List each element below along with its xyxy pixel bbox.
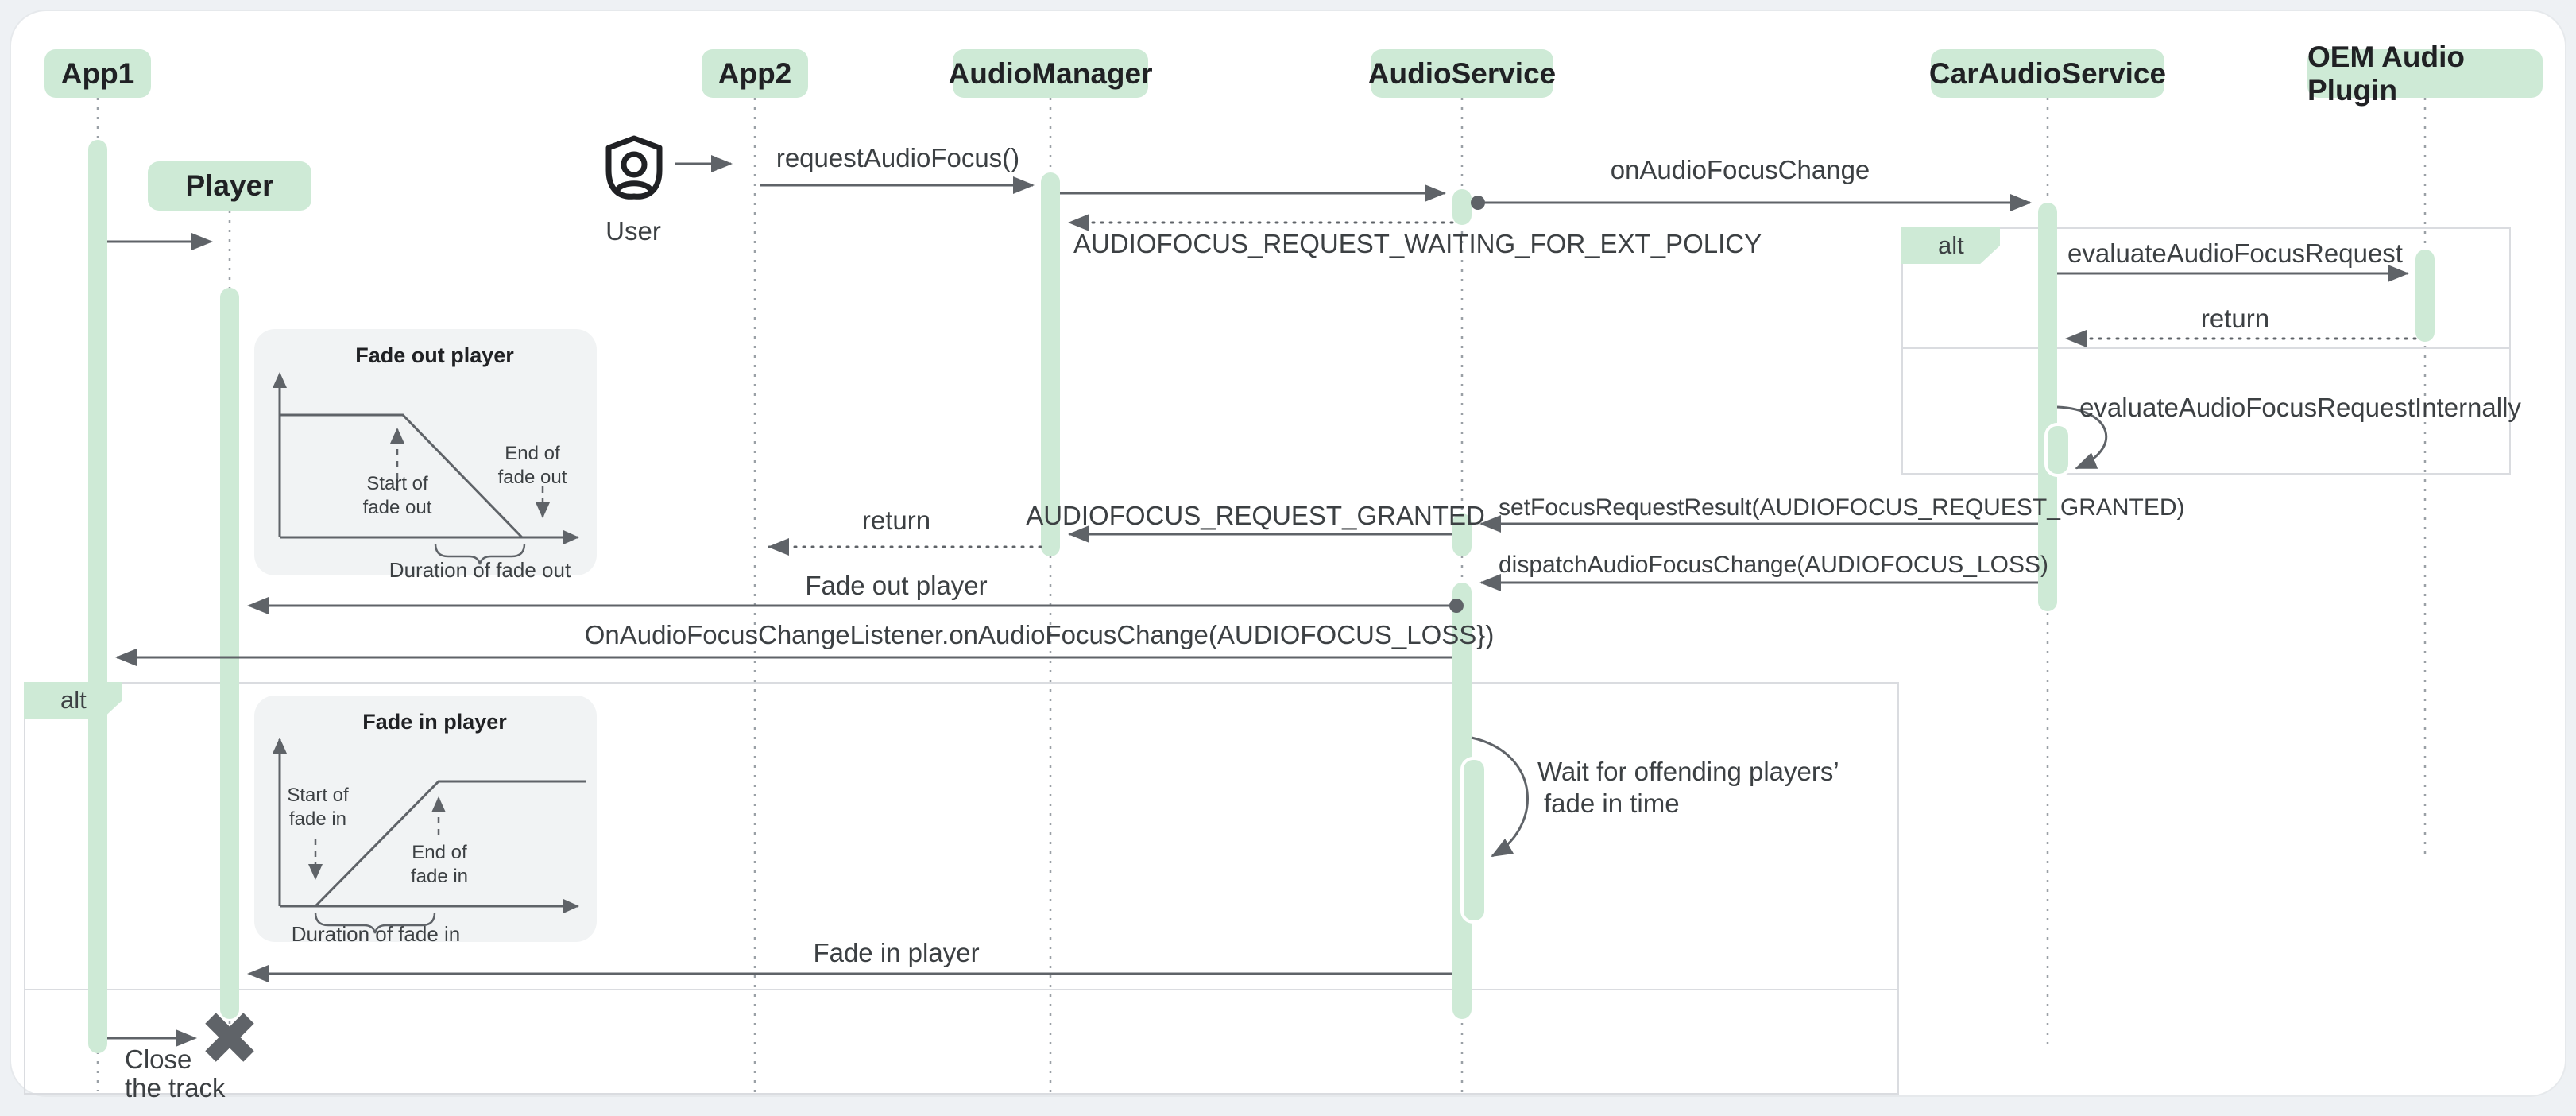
actor-caraudioservice: CarAudioService [1928, 49, 2167, 98]
msg-set-focus-result-label: setFocusRequestResult(AUDIOFOCUS_REQUEST… [1499, 494, 2185, 521]
msg-return-right-label: return [2200, 304, 2270, 333]
alt-label-right-text: alt [1938, 231, 1964, 259]
object-player-label: Player [185, 169, 274, 202]
fade-out-title: Fade out player [355, 343, 514, 367]
alt-frame-left [24, 682, 1899, 1095]
fade-out-end-line1: End of [505, 443, 560, 464]
alt-frame-left-divider [24, 989, 1899, 990]
msg-waiting-policy-label: AUDIOFOCUS_REQUEST_WAITING_FOR_EXT_POLIC… [1073, 229, 1762, 258]
fade-in-end-label: End of fade in [411, 841, 468, 889]
activation-audioservice-2 [1452, 513, 1472, 556]
note-wait-line1: Wait for offending players’ [1537, 757, 1839, 786]
actor-oem-plugin: OEM Audio Plugin [2307, 41, 2543, 107]
actor-app2-label: App2 [717, 56, 792, 90]
fade-in-start-label: Start of fade in [287, 784, 348, 831]
alt-frame-right [1901, 227, 2511, 475]
actor-app1: App1 [44, 49, 151, 98]
actor-audiomanager: AudioManager [949, 49, 1152, 98]
msg-dispatch-change-label: dispatchAudioFocusChange(AUDIOFOCUS_LOSS… [1499, 552, 2048, 578]
fade-out-end-label: End of fade out [498, 442, 567, 490]
actor-app1-label: App1 [60, 56, 135, 90]
fade-out-start-label: Start of fade out [363, 472, 432, 520]
activation-audiomanager [1041, 172, 1060, 556]
fade-out-duration-label: Duration of fade out [389, 558, 571, 582]
fade-in-duration-label: Duration of fade in [291, 922, 461, 946]
object-player: Player [148, 161, 311, 211]
msg-fade-in-player-label: Fade in player [813, 938, 980, 967]
activation-app1 [88, 140, 107, 1053]
note-close-line2: the track [125, 1073, 226, 1102]
actor-audioservice: AudioService [1367, 49, 1557, 98]
msg-fade-out-player-label: Fade out player [805, 571, 988, 600]
actor-caraudioservice-label: CarAudioService [1928, 56, 2167, 90]
fade-in-start-line2: fade in [288, 808, 347, 830]
fade-out-start-line2: fade out [362, 497, 432, 518]
actor-app2: App2 [702, 49, 808, 98]
actor-oem-plugin-label: OEM Audio Plugin [2307, 40, 2465, 107]
msg-request-granted-label: AUDIOFOCUS_REQUEST_GRANTED [1026, 501, 1485, 530]
activation-audioservice-1 [1452, 189, 1472, 225]
fade-in-title: Fade in player [362, 710, 507, 734]
msg-on-audio-focus-change-label: onAudioFocusChange [1610, 155, 1870, 184]
activation-oem-plugin [2415, 250, 2435, 342]
msg-evaluate-internally-label: evaluateAudioFocusRequestInternally [2079, 393, 2521, 422]
alt-label-right: alt [1901, 227, 2000, 264]
actor-audiomanager-label: AudioManager [948, 56, 1153, 90]
alt-label-left-text: alt [60, 686, 87, 714]
alt-label-left: alt [24, 682, 122, 719]
activation-audioservice-nested [1464, 760, 1484, 920]
activation-player [220, 288, 239, 1019]
fade-out-start-line1: Start of [366, 473, 428, 494]
fade-in-end-line1: End of [412, 842, 467, 863]
fade-in-end-line2: fade in [410, 866, 469, 887]
msg-request-audio-focus-label: requestAudioFocus() [776, 143, 1020, 172]
activation-caraudioservice-nested [2048, 426, 2068, 474]
msg-return-left-label: return [861, 506, 931, 535]
fade-in-start-line1: Start of [287, 785, 349, 806]
alt-frame-right-divider [1901, 347, 2511, 349]
msg-evaluate-request-label: evaluateAudioFocusRequest [2067, 238, 2403, 268]
msg-focus-listener-callback-label: OnAudioFocusChangeListener.onAudioFocusC… [584, 620, 1495, 649]
activation-caraudioservice [2038, 203, 2057, 611]
user-label: User [605, 216, 661, 246]
fade-out-end-line2: fade out [497, 467, 567, 488]
note-wait-line2: fade in time [1544, 789, 1680, 818]
actor-audioservice-label: AudioService [1367, 56, 1557, 90]
note-close-line1: Close [125, 1044, 192, 1074]
